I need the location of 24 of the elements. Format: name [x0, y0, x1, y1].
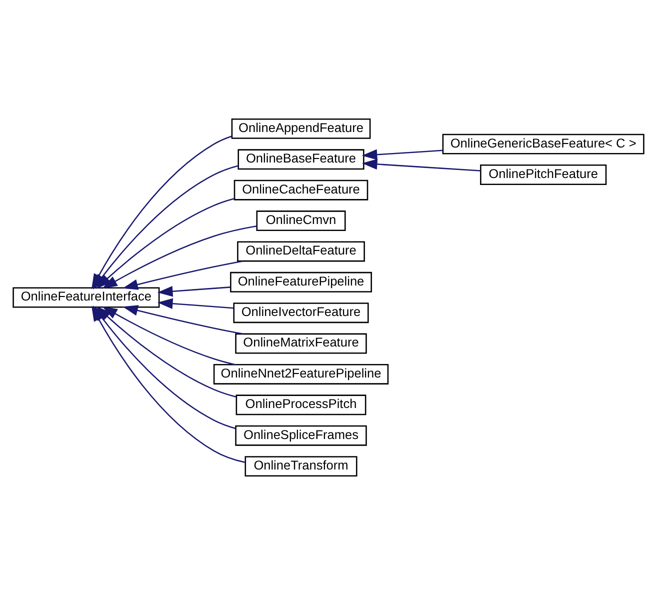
node-box: OnlineFeaturePipeline	[230, 272, 372, 292]
node-box: OnlineProcessPitch	[236, 394, 366, 416]
arrow	[362, 149, 443, 160]
node-box: OnlineGenericBaseFeature< C >	[442, 134, 644, 154]
node-box: OnlineFeatureInterface	[12, 287, 160, 308]
node-box: OnlineNnet2FeaturePipeline	[213, 364, 389, 384]
node-box: OnlineMatrixFeature	[235, 333, 367, 354]
arrow	[122, 260, 244, 290]
node-box: OnlineDeltaFeature	[237, 241, 365, 262]
arrow	[102, 225, 257, 289]
arrow	[157, 298, 234, 310]
arrow	[96, 198, 234, 289]
node-box: OnlinePitchFeature	[480, 164, 607, 185]
arrow	[362, 158, 480, 172]
arrow	[102, 306, 236, 366]
arrow	[122, 305, 244, 334]
node-box: OnlineSpliceFrames	[235, 425, 367, 446]
node-box: OnlineAppendFeature	[231, 118, 371, 139]
node-box: OnlineCmvn	[256, 210, 346, 231]
arrow	[157, 286, 230, 297]
node-box: OnlineIvectorFeature	[233, 302, 369, 324]
node-box: OnlineBaseFeature	[238, 149, 364, 170]
node-box: OnlineTransform	[244, 456, 358, 477]
node-box: OnlineCacheFeature	[234, 180, 368, 200]
